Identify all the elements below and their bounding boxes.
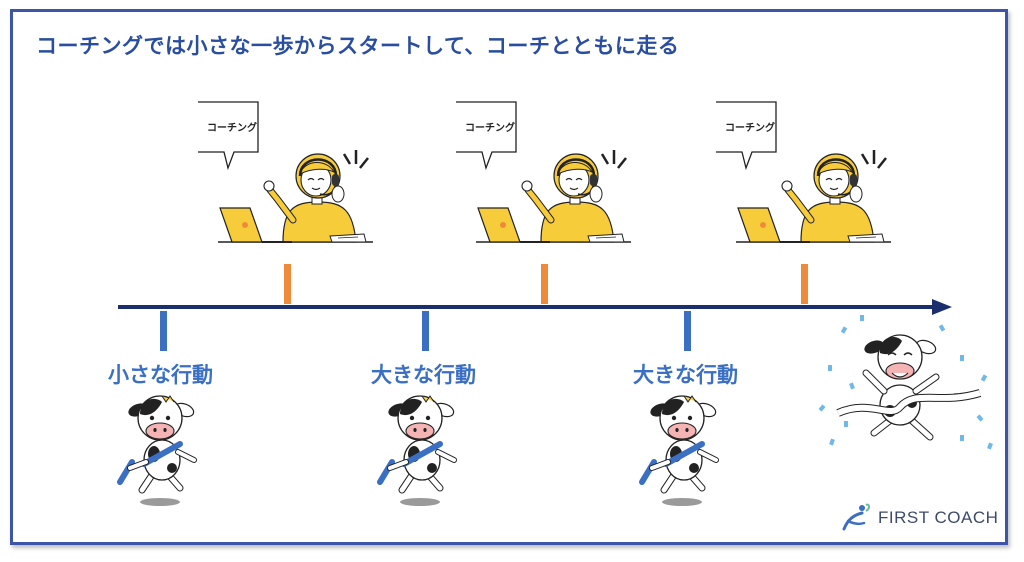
action-label-3: 大きな行動 — [633, 363, 738, 387]
coach-tick-2 — [541, 264, 548, 304]
brand-name: FIRST COACH — [878, 508, 999, 527]
cow-runner-2 — [380, 396, 455, 506]
confetti — [818, 315, 993, 450]
cow-runner-3 — [642, 396, 717, 506]
finish-cow-illustration — [818, 315, 993, 450]
action-tick-2 — [422, 311, 429, 351]
coach-illustration-3: コーチング — [716, 102, 891, 242]
coach-illustration-2: コーチング — [456, 102, 631, 242]
coach-tick-1 — [284, 264, 291, 304]
cow-runner-1 — [120, 396, 195, 506]
coach-tick-3 — [801, 264, 808, 304]
action-label-2: 大きな行動 — [371, 363, 476, 387]
timeline-arrowhead — [932, 299, 952, 315]
slide-title: コーチングでは小さな一歩からスタートして、コーチとともに走る — [36, 34, 680, 58]
coach-bubble-text-2: コーチング — [465, 121, 515, 134]
coach-bubble-text-1: コーチング — [207, 121, 257, 134]
coach-illustration-1: コーチング — [198, 102, 373, 242]
action-tick-1 — [160, 311, 167, 351]
brand-logo: FIRST COACH — [838, 500, 998, 536]
action-label-1: 小さな行動 — [108, 363, 213, 387]
action-tick-3 — [684, 311, 691, 351]
runner-logo-icon — [842, 503, 870, 531]
coach-bubble-text-3: コーチング — [725, 121, 775, 134]
